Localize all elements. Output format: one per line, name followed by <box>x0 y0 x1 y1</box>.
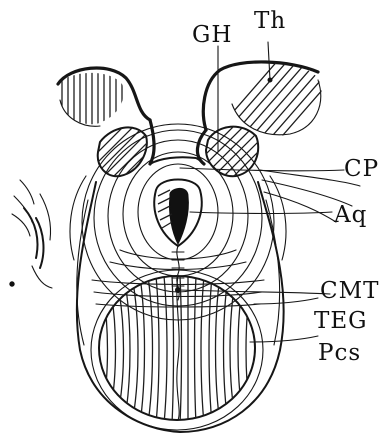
leader-aq <box>190 212 332 214</box>
label-pcs: Pcs <box>318 340 361 366</box>
leader-teg <box>254 298 318 304</box>
leader-cp <box>180 168 344 171</box>
label-teg: TEG <box>314 308 368 334</box>
left-geniculate-body <box>78 112 174 196</box>
label-cmt: CMT <box>320 278 380 304</box>
label-aq: Aq <box>333 202 367 228</box>
label-th: Th <box>254 8 286 34</box>
label-gh: GH <box>192 22 232 48</box>
left-upper-lobe <box>58 68 150 130</box>
thalamus <box>200 58 350 150</box>
leader-pcs <box>250 336 318 342</box>
label-cp: CP <box>344 156 379 182</box>
aqueduct <box>154 180 201 247</box>
left-edge-fibres <box>10 180 52 288</box>
